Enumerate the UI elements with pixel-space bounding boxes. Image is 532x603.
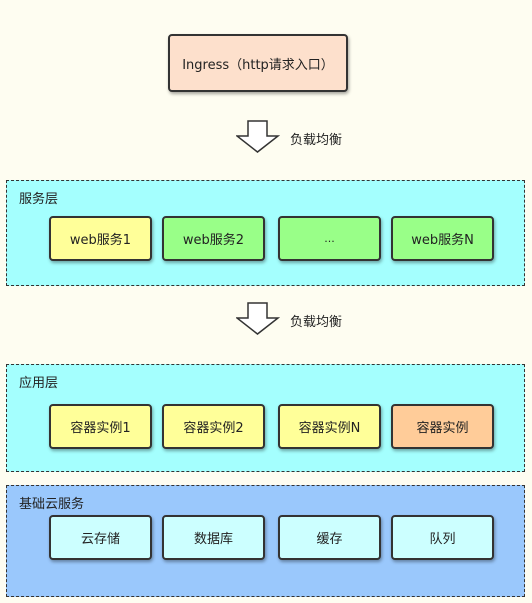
cloud-node-label: 数据库	[193, 532, 233, 547]
cloud-storage-node: 云存储	[49, 515, 152, 560]
container-node-2: 容器实例2	[162, 404, 265, 449]
service-layer-title: 服务层	[19, 192, 59, 207]
service-node-label: web服务1	[69, 233, 132, 248]
ingress-label: Ingress（http请求入口）	[182, 57, 334, 73]
container-node-label: 容器实例2	[183, 421, 244, 436]
container-node-extra: 容器实例	[391, 404, 494, 449]
container-node-1: 容器实例1	[49, 404, 152, 449]
service-node-label: ...	[324, 232, 335, 245]
app-layer-title: 应用层	[19, 376, 59, 391]
cloud-layer-title: 基础云服务	[19, 497, 85, 512]
service-node-ellipsis: ...	[278, 216, 381, 261]
queue-node: 队列	[391, 515, 494, 560]
container-node-n: 容器实例N	[278, 404, 381, 449]
service-node-1: web服务1	[49, 216, 152, 261]
service-node-n: web服务N	[391, 216, 494, 261]
cloud-node-label: 队列	[429, 532, 456, 547]
down-arrow-icon	[236, 120, 280, 153]
cloud-node-label: 云存储	[80, 532, 120, 547]
service-node-label: web服务2	[182, 233, 245, 248]
cache-node: 缓存	[278, 515, 381, 560]
service-node-2: web服务2	[162, 216, 265, 261]
service-node-label: web服务N	[411, 233, 474, 248]
load-balancer-label-1: 负载均衡	[290, 133, 343, 148]
container-node-label: 容器实例N	[298, 421, 361, 436]
database-node: 数据库	[162, 515, 265, 560]
container-node-label: 容器实例1	[70, 421, 131, 436]
ingress-node: Ingress（http请求入口）	[168, 34, 348, 92]
load-balancer-label-2: 负载均衡	[290, 315, 343, 330]
container-node-label: 容器实例	[416, 421, 469, 436]
down-arrow-icon	[236, 302, 280, 335]
cloud-node-label: 缓存	[316, 532, 343, 547]
